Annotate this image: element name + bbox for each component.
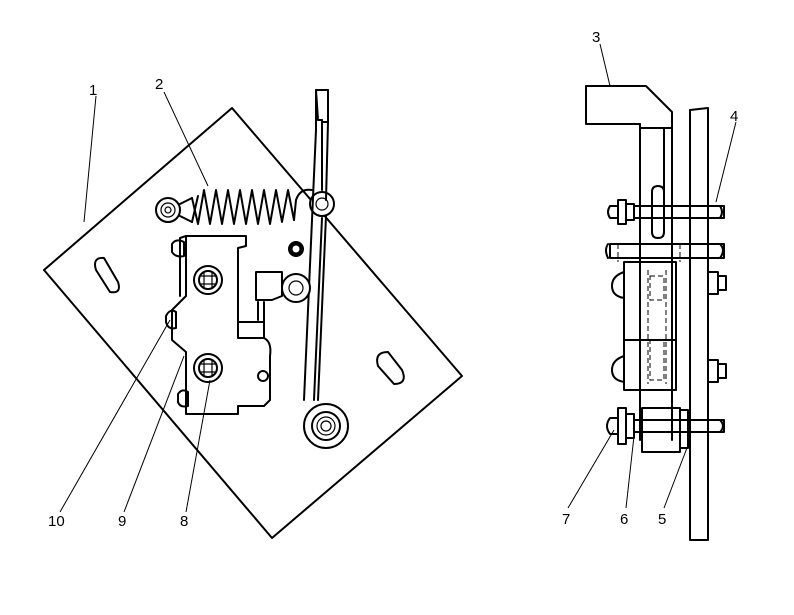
- callout-label-6: 6: [620, 511, 628, 528]
- lower-bolt: [606, 407, 725, 453]
- side-view: 3 4 7 6 5: [562, 29, 738, 541]
- leader-line-4: [715, 121, 737, 203]
- callout-label-9: 9: [118, 513, 126, 530]
- callout-label-3: 3: [592, 29, 600, 46]
- spring-hook: [309, 191, 335, 217]
- callout-label-8: 8: [180, 513, 188, 530]
- leader-line-8: [185, 379, 211, 513]
- side-plate: [689, 107, 709, 541]
- stud-left-lower: [611, 355, 625, 383]
- leader-line-3: [599, 43, 611, 87]
- callout-label-5: 5: [658, 511, 666, 528]
- leader-line-10: [59, 319, 171, 513]
- plate-slot-left: [94, 256, 120, 294]
- actuating-lever: [303, 89, 329, 401]
- right-nut-upper: [707, 271, 727, 295]
- lever-roller: [303, 403, 349, 449]
- upper-crossbar: [605, 243, 725, 262]
- base-plate: [43, 107, 463, 539]
- leader-line-9: [123, 355, 185, 513]
- bracket-slot: [651, 185, 665, 239]
- leader-line-7: [567, 429, 615, 509]
- switch-side-body: [623, 261, 677, 391]
- bracket: [585, 85, 673, 441]
- upper-bolt: [607, 199, 725, 225]
- callout-label-1: 1: [89, 82, 97, 99]
- front-view: 1 2 10 9 8: [43, 76, 463, 539]
- plate-slot-right: [376, 351, 405, 385]
- leader-line-2: [163, 91, 209, 187]
- small-screw: [288, 241, 304, 257]
- switch-screw-lower: [193, 353, 223, 383]
- tension-spring: [155, 188, 313, 225]
- callout-label-7: 7: [562, 511, 570, 528]
- leader-line-6: [625, 435, 635, 509]
- right-nut-lower: [707, 359, 727, 383]
- stud-left-upper: [611, 271, 625, 299]
- switch-roller-arm: [255, 271, 311, 323]
- callout-label-2: 2: [155, 76, 163, 93]
- callout-label-4: 4: [730, 108, 738, 125]
- callout-label-10: 10: [48, 513, 65, 530]
- leader-line-5: [663, 439, 691, 509]
- leader-line-1: [83, 95, 97, 223]
- micro-switch: [165, 235, 272, 415]
- switch-screw-upper: [193, 265, 223, 295]
